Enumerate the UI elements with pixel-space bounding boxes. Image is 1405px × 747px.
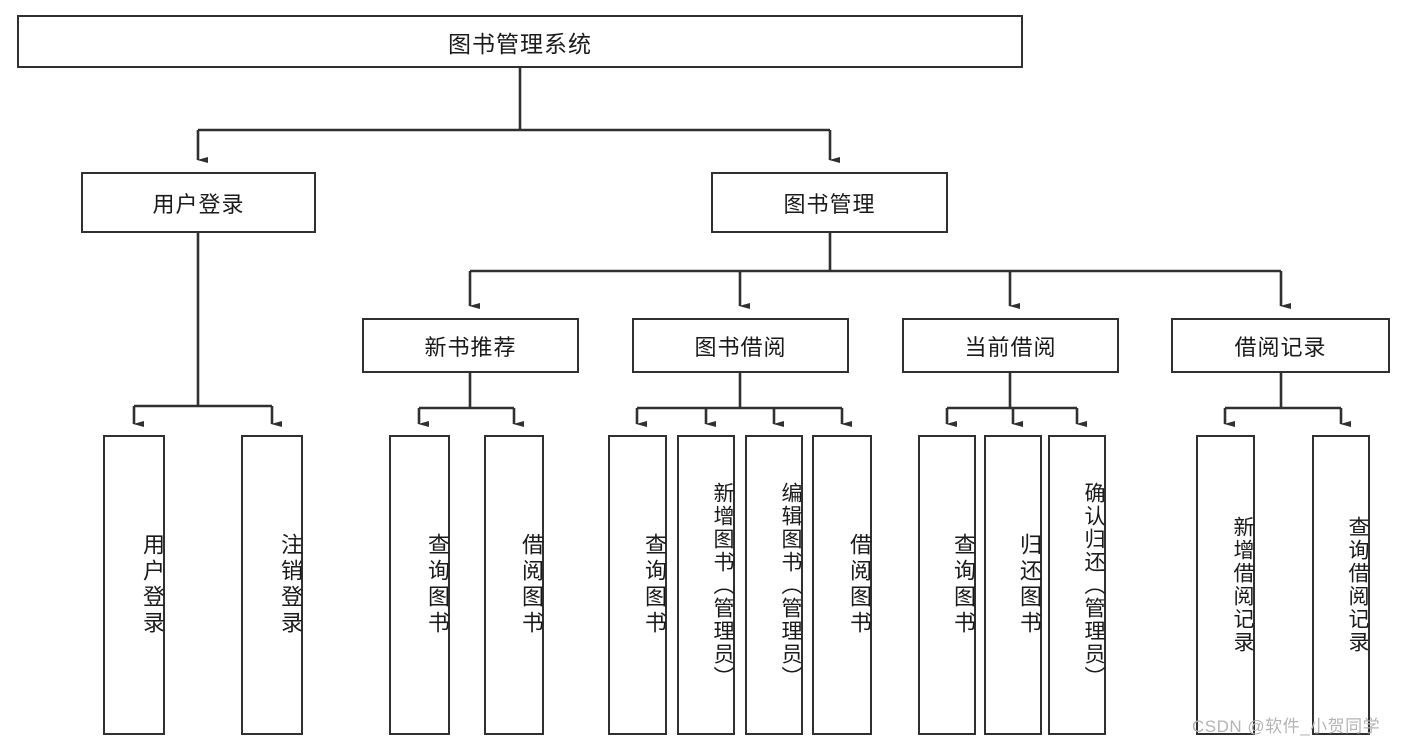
node-root-system[interactable]: 图书管理系统 [17, 15, 1023, 68]
node-leaf-12[interactable]: 查询借阅记录 [1312, 435, 1370, 735]
node-leaf-5[interactable]: 新增图书（管理员） [677, 435, 735, 735]
node-leaf-0[interactable]: 用户登录 [103, 435, 165, 735]
node-level3-1[interactable]: 图书借阅 [632, 318, 849, 373]
node-leaf-3[interactable]: 借阅图书 [484, 435, 544, 735]
node-level3-2[interactable]: 当前借阅 [902, 318, 1119, 373]
node-leaf-10[interactable]: 确认归还（管理员） [1048, 435, 1106, 735]
node-leaf-8[interactable]: 查询图书 [918, 435, 976, 735]
node-leaf-1[interactable]: 注销登录 [241, 435, 303, 735]
node-leaf-2[interactable]: 查询图书 [389, 435, 450, 735]
node-level3-0[interactable]: 新书推荐 [362, 318, 579, 373]
node-leaf-6[interactable]: 编辑图书（管理员） [745, 435, 803, 735]
node-leaf-4[interactable]: 查询图书 [608, 435, 667, 735]
node-leaf-11[interactable]: 新增借阅记录 [1196, 435, 1255, 735]
csdn-watermark: CSDN @软件_小贺同学 [1192, 717, 1381, 736]
node-level3-3[interactable]: 借阅记录 [1171, 318, 1390, 373]
node-leaf-9[interactable]: 归还图书 [984, 435, 1042, 735]
node-level2-1[interactable]: 图书管理 [711, 172, 948, 233]
node-leaf-7[interactable]: 借阅图书 [812, 435, 872, 735]
node-level2-0[interactable]: 用户登录 [81, 172, 316, 233]
